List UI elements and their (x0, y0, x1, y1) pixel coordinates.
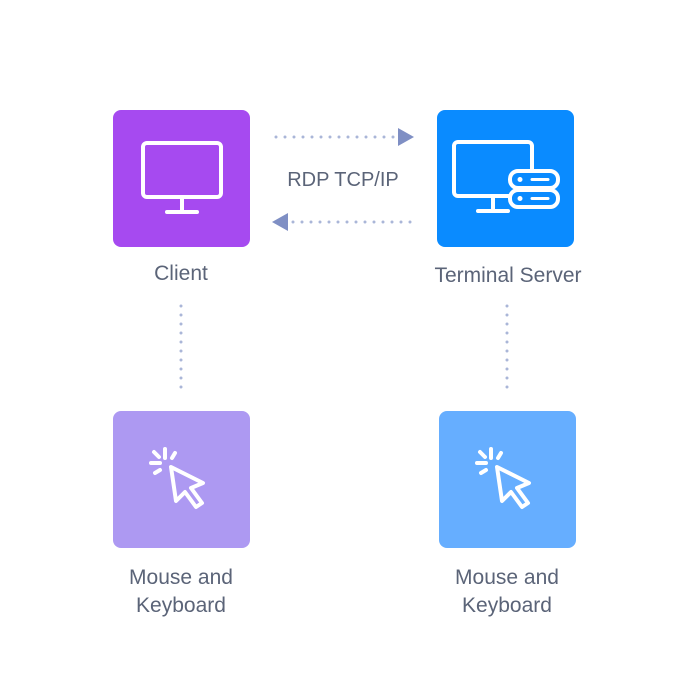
server-label: Terminal Server (434, 264, 582, 287)
server-node (437, 110, 574, 247)
cursor-click-icon (474, 446, 531, 509)
arrowhead-left (272, 213, 288, 231)
arrowhead-right (398, 128, 414, 146)
link-label: RDP TCP/IP (287, 169, 399, 191)
cursor-click-icon (148, 446, 205, 509)
client-input-label: Mouse and Keyboard (129, 566, 233, 617)
server-input-label: Mouse and Keyboard (455, 566, 559, 617)
client-node (113, 110, 250, 247)
client-input-node (113, 411, 250, 548)
monitor-icon (140, 140, 223, 214)
client-label: Client (154, 262, 208, 285)
server-input-node (439, 411, 576, 548)
monitor-server-icon (451, 139, 560, 213)
